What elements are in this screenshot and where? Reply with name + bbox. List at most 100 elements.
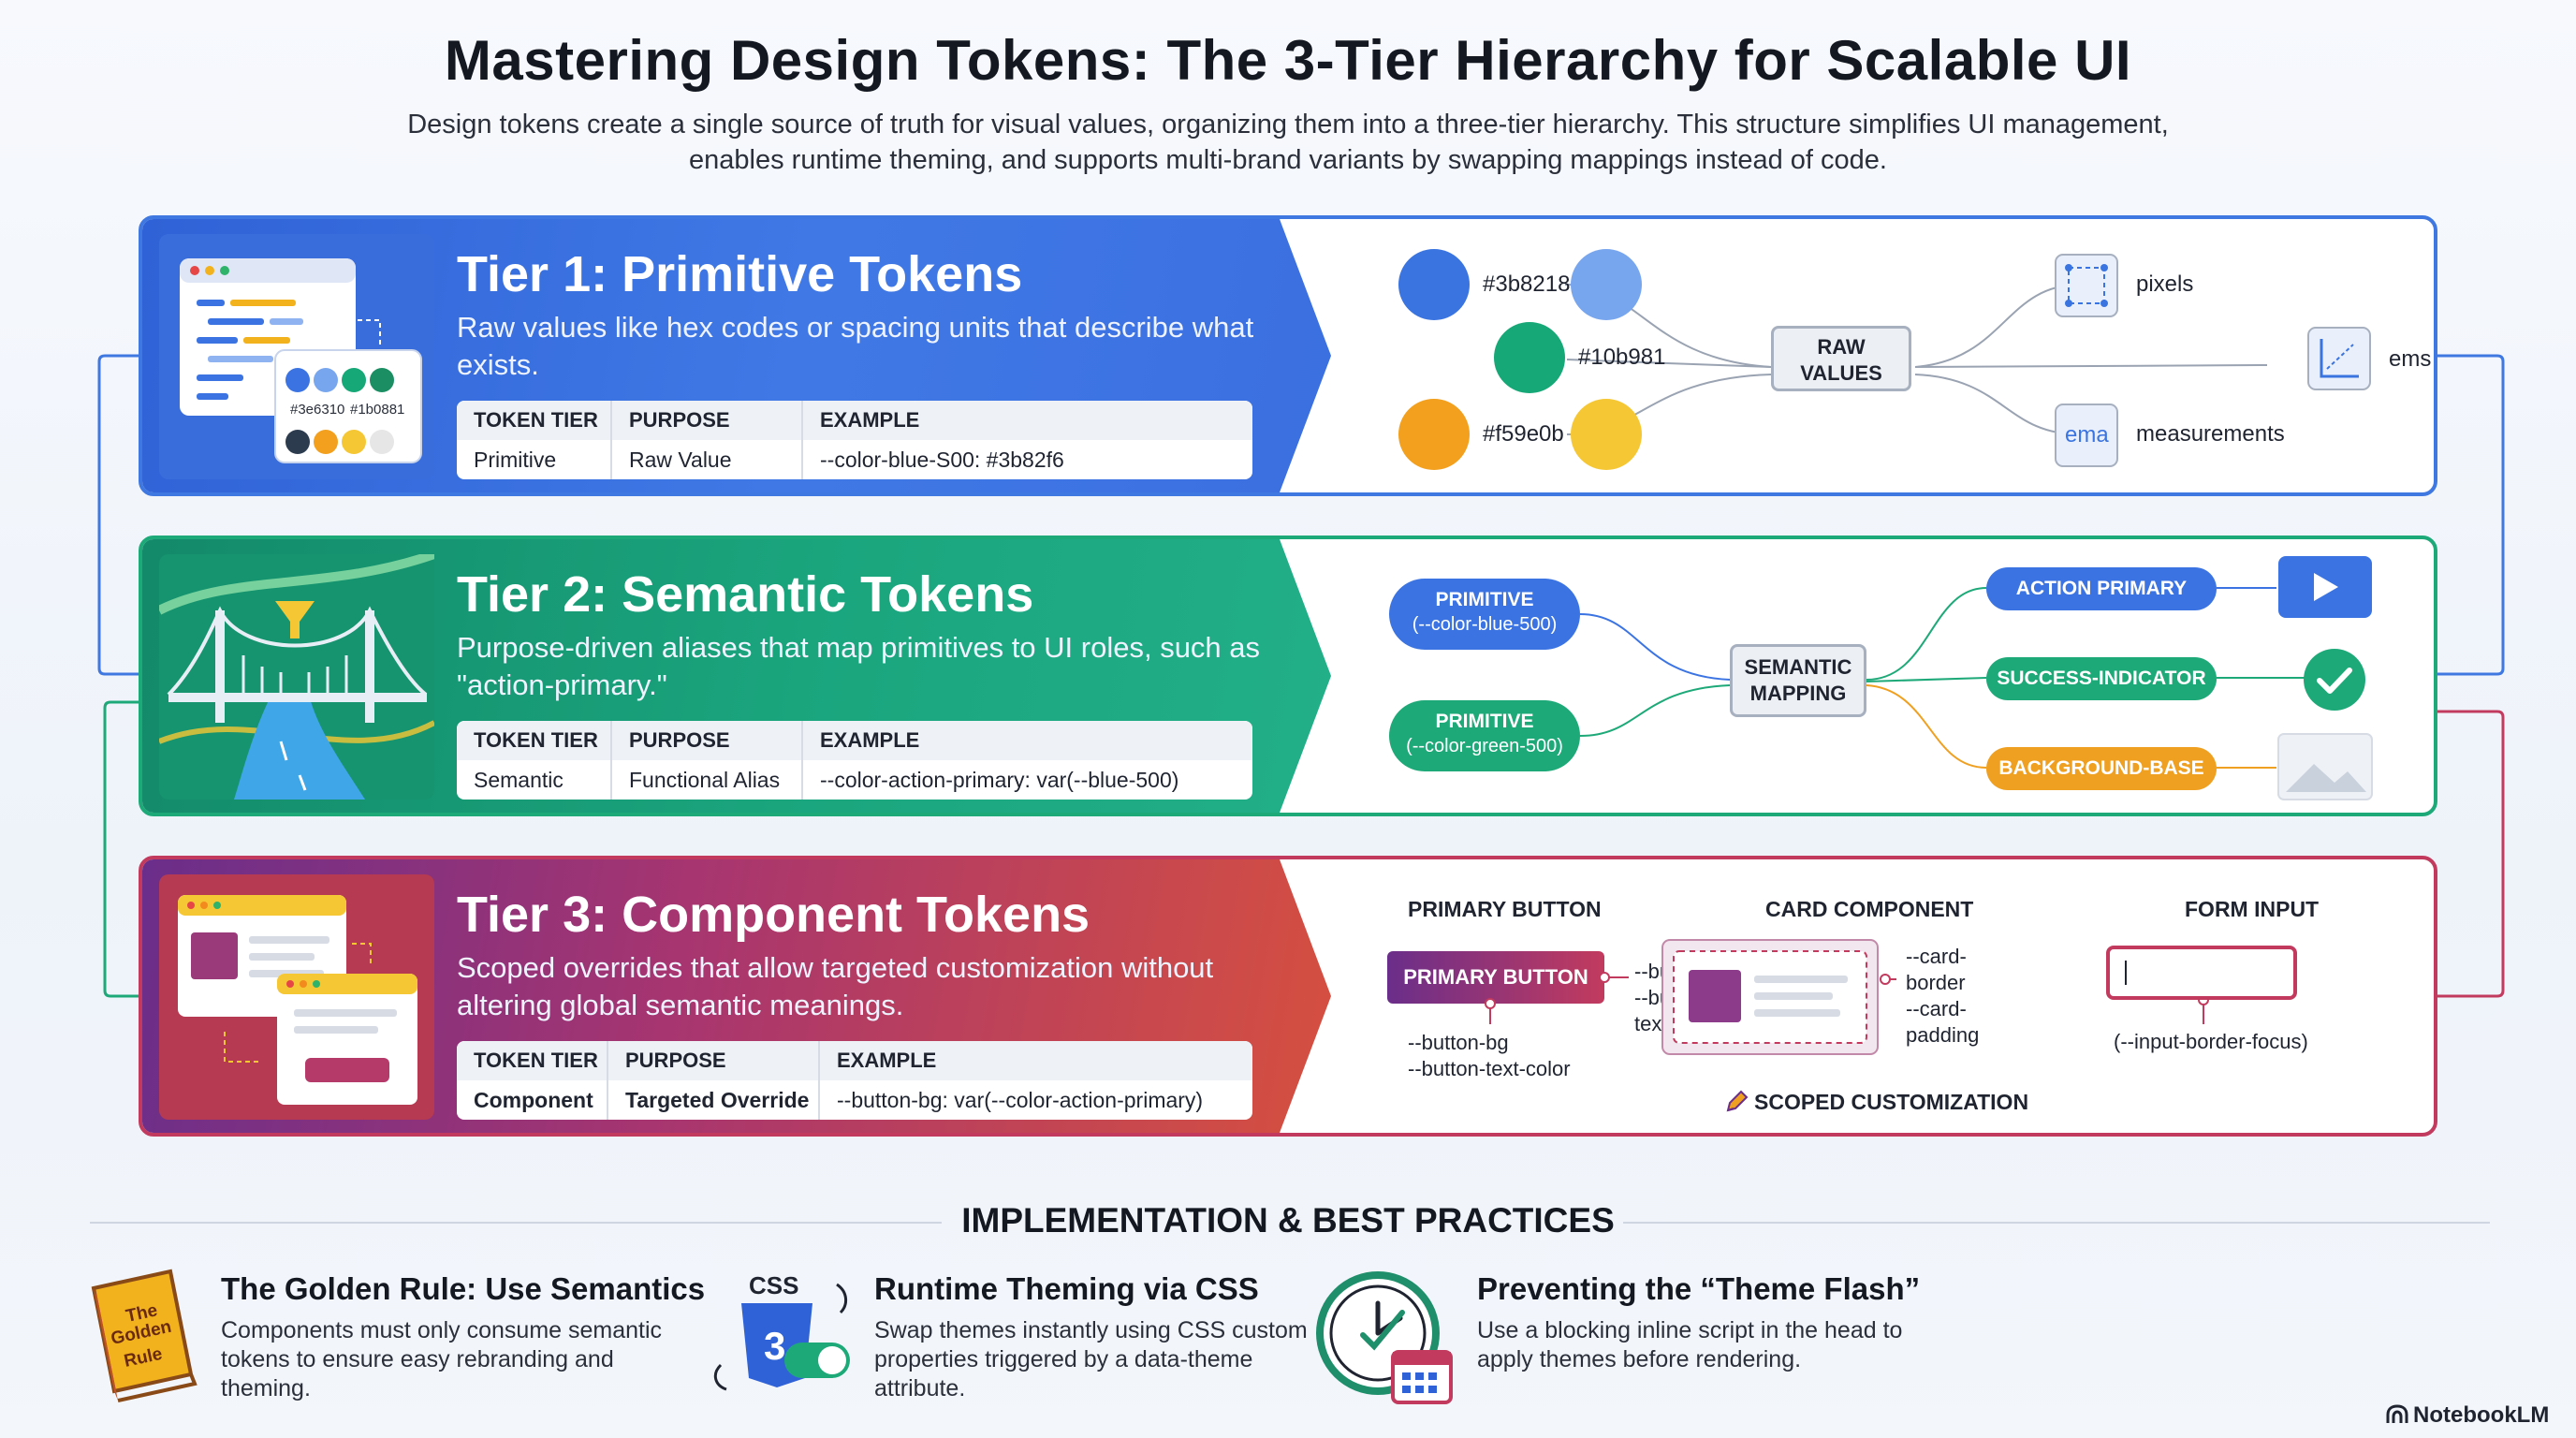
best-practices-heading: IMPLEMENTATION & BEST PRACTICES: [961, 1201, 1615, 1240]
section-divider-left: [90, 1222, 942, 1224]
card-sample-icon: [1661, 939, 1879, 1055]
image-placeholder-icon: [2277, 733, 2373, 800]
table-header-example: EXAMPLE: [818, 1041, 1252, 1080]
runtime-theming-text: Swap themes instantly using CSS custom p…: [874, 1317, 1308, 1401]
tier-1-card: #3e6310 #1b0881 Tier 1: Primitive Tokens…: [139, 215, 2437, 496]
component-illustration: [159, 874, 434, 1120]
primitive-green-line1: PRIMITIVE: [1435, 711, 1534, 732]
green-swatch: [1494, 322, 1565, 393]
theme-flash-title: Preventing the “Theme Flash”: [1477, 1271, 1921, 1306]
primary-button-sample[interactable]: PRIMARY BUTTON: [1387, 951, 1604, 1004]
form-input-sample[interactable]: [2106, 946, 2297, 1000]
book-icon: The Golden Rule: [91, 1269, 198, 1402]
tier-1-title: Tier 1: Primitive Tokens: [457, 246, 1023, 302]
table-header-purpose: PURPOSE: [610, 721, 801, 760]
text-cursor: [2125, 961, 2127, 985]
table-header-purpose: PURPOSE: [607, 1041, 818, 1080]
measurements-icon: ema: [2055, 404, 2118, 467]
tier-1-band: #3e6310 #1b0881 Tier 1: Primitive Tokens…: [142, 219, 1331, 492]
semantic-connectors: [1579, 587, 2305, 769]
page-subtitle: Design tokens create a single source of …: [407, 110, 2169, 175]
semantic-illustration: [156, 550, 436, 800]
primitive-illustration: #3e6310 #1b0881: [159, 234, 434, 479]
tier-1-table: TOKEN TIER PURPOSE EXAMPLE Primitive Raw…: [457, 401, 1252, 479]
pencil-icon: [1726, 1090, 1749, 1112]
action-primary-pill: ACTION PRIMARY: [1986, 567, 2217, 610]
tier-1-description: Raw values like hex codes or spacing uni…: [457, 311, 1254, 381]
table-header-purpose: PURPOSE: [610, 401, 801, 440]
section-divider-right: [1623, 1222, 2490, 1224]
code-palette-icon: #3e6310 #1b0881: [180, 258, 422, 463]
primitive-green-line2: (--color-green-500): [1406, 736, 1563, 756]
token-card-border-a: --card-: [1906, 945, 1967, 968]
table-header-tier: TOKEN TIER: [474, 1049, 598, 1072]
tier-2-description: Purpose-driven aliases that map primitiv…: [457, 631, 1261, 701]
pixels-label: pixels: [2136, 271, 2194, 297]
tier-2-diagram: PRIMITIVE (--color-blue-500) PRIMITIVE (…: [1331, 539, 2434, 813]
tier-3-table: TOKEN TIER PURPOSE EXAMPLE Component Tar…: [457, 1041, 1252, 1120]
table-cell-example: --color-action-primary: var(--blue-500): [801, 760, 1252, 800]
table-header-tier: TOKEN TIER: [474, 408, 598, 432]
tier-3-card: Tier 3: Component Tokens Scoped override…: [139, 856, 2437, 1137]
swatch-label-b: #1b0881: [350, 402, 404, 418]
measurements-label: measurements: [2136, 421, 2285, 447]
windows-icon: [178, 895, 417, 1105]
theme-flash-text: Use a blocking inline script in the head…: [1477, 1317, 1903, 1372]
blue-swatch-dark: [1398, 249, 1470, 320]
tier-2-card: Tier 2: Semantic Tokens Purpose-driven a…: [139, 536, 2437, 816]
token-card-border-b: border: [1906, 971, 1966, 994]
tier-3-title: Tier 3: Component Tokens: [457, 887, 1090, 943]
primitive-blue-line2: (--color-blue-500): [1412, 614, 1558, 635]
raw-values-hub: RAW VALUES: [1771, 326, 1911, 391]
table-cell-example: --color-blue-S00: #3b82f6: [801, 440, 1252, 479]
primitive-green-pill: PRIMITIVE (--color-green-500): [1389, 700, 1580, 771]
swatch-label-a: #3e6310: [290, 402, 344, 418]
css-icon-number: 3: [764, 1324, 785, 1368]
play-button-icon: [2278, 556, 2372, 618]
table-cell-purpose: Functional Alias: [610, 760, 801, 800]
table-header-tier: TOKEN TIER: [474, 728, 598, 752]
scoped-customization-label: SCOPED CUSTOMIZATION: [1754, 1090, 2029, 1114]
table-cell-purpose: Targeted Override: [607, 1080, 818, 1120]
ems-label: ems: [2389, 346, 2432, 372]
form-input-heading: FORM INPUT: [2185, 897, 2320, 921]
card-component-heading: CARD COMPONENT: [1765, 897, 1974, 921]
token-card-padding-a: --card-: [1906, 997, 1967, 1020]
card-right-tokens: --card- border --card- padding: [1906, 944, 1979, 1049]
orange-swatch: [1398, 399, 1470, 470]
golden-rule-text: Components must only consume semantic to…: [221, 1317, 663, 1401]
table-header-example: EXAMPLE: [801, 401, 1252, 440]
golden-rule-title: The Golden Rule: Use Semantics: [221, 1271, 706, 1306]
success-indicator-pill: SUCCESS-INDICATOR: [1986, 657, 2217, 700]
table-cell-tier: Primitive: [474, 448, 557, 472]
semantic-hub-line2: MAPPING: [1749, 682, 1847, 705]
tier-2-table: TOKEN TIER PURPOSE EXAMPLE Semantic Func…: [457, 721, 1252, 800]
semantic-hub-line1: SEMANTIC: [1744, 655, 1852, 679]
ems-icon: [2307, 327, 2371, 390]
token-card-padding-b: padding: [1906, 1023, 1980, 1047]
table-cell-purpose: Raw Value: [610, 440, 801, 479]
green-hex-label: #10b981: [1578, 345, 1666, 370]
bridge-icon: [156, 550, 436, 800]
tier-2-title: Tier 2: Semantic Tokens: [457, 566, 1034, 623]
notebooklm-logo-icon: [2386, 1404, 2408, 1423]
brand-label: NotebookLM: [2413, 1402, 2550, 1428]
primitive-blue-line1: PRIMITIVE: [1435, 589, 1534, 610]
primitive-blue-pill: PRIMITIVE (--color-blue-500): [1389, 579, 1580, 650]
blue-swatch-light: [1571, 249, 1642, 320]
clock-calendar-icon: [1316, 1271, 1453, 1404]
table-header-example: EXAMPLE: [801, 721, 1252, 760]
token-below-button-text-color: --button-text-color: [1408, 1057, 1571, 1080]
table-cell-tier: Semantic: [474, 768, 564, 792]
primary-button-heading: PRIMARY BUTTON: [1408, 897, 1602, 921]
form-input-token: (--input-border-focus): [2114, 1030, 2308, 1053]
token-below-button-bg: --button-bg: [1408, 1031, 1509, 1054]
table-cell-tier: Component: [474, 1088, 593, 1112]
orange-hex-label: #f59e0b: [1483, 421, 1564, 447]
tier-1-diagram: #3b8218 #10b981 #f59e0b RAW VALUES pixel…: [1331, 219, 2434, 492]
background-base-pill: BACKGROUND-BASE: [1986, 747, 2217, 790]
primary-button-below-tokens: --button-bg --button-text-color: [1408, 1030, 1571, 1082]
tier-3-description: Scoped overrides that allow targeted cus…: [457, 951, 1214, 1021]
yellow-swatch: [1571, 399, 1642, 470]
